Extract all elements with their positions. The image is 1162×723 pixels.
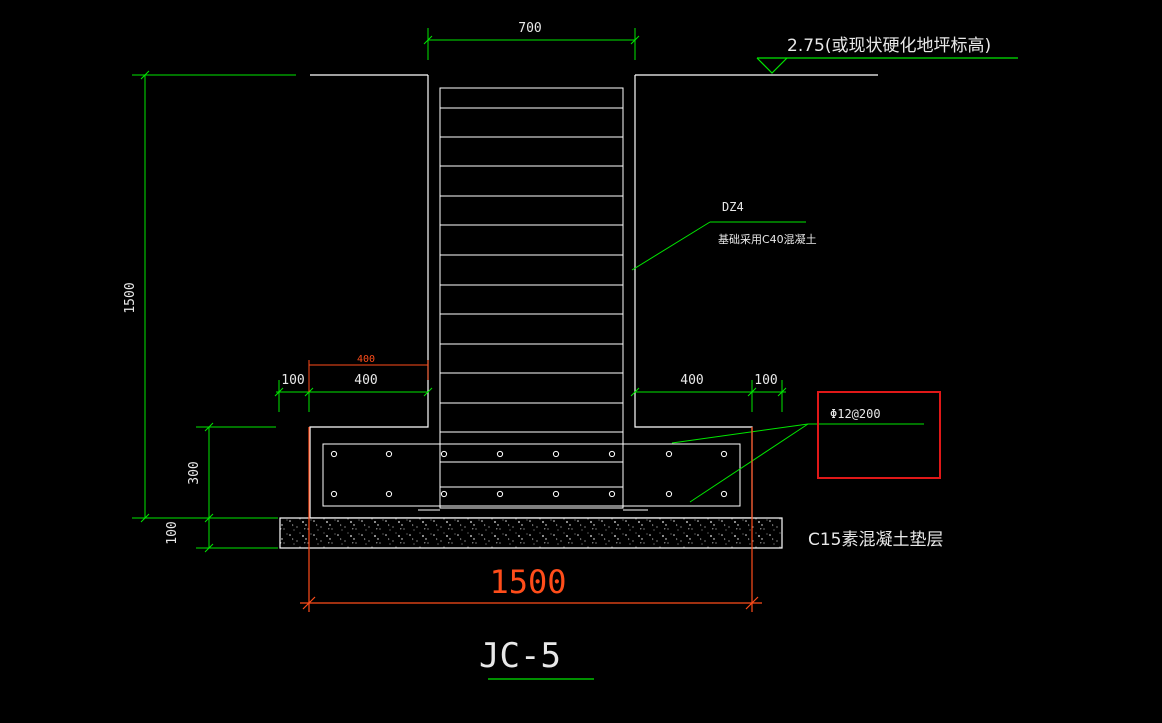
dim-left-step-label: 400 bbox=[354, 373, 377, 388]
dim-total-height bbox=[132, 70, 296, 523]
dim-right-steps bbox=[630, 380, 787, 412]
dim-footing-height bbox=[132, 422, 278, 553]
rebar-leader bbox=[671, 423, 924, 503]
column-rebar-cage bbox=[418, 87, 648, 511]
cushion-label: C15素混凝土垫层 bbox=[808, 530, 944, 550]
footing-rebar bbox=[322, 443, 741, 507]
dim-footing-height-label: 300 bbox=[187, 461, 202, 484]
dim-top-width-label: 700 bbox=[518, 21, 541, 36]
drawing-title: JC-5 bbox=[479, 636, 561, 676]
dim-base-width-label: 1500 bbox=[489, 563, 566, 601]
elevation-marker bbox=[756, 57, 1018, 74]
dim-left-step-red-label: 400 bbox=[357, 354, 375, 365]
dim-right-step-label: 400 bbox=[680, 373, 703, 388]
dim-left-outer-label: 100 bbox=[281, 373, 304, 388]
dim-top-width bbox=[423, 28, 640, 60]
dim-base-width bbox=[300, 427, 762, 612]
dim-left-step-red bbox=[308, 360, 429, 392]
rebar-label: Φ12@200 bbox=[830, 407, 881, 421]
column-note: 基础采用C40混凝土 bbox=[718, 232, 817, 246]
dim-cushion-height-label: 100 bbox=[165, 521, 180, 544]
rebar-highlight-box bbox=[817, 391, 941, 479]
dim-total-height-label: 1500 bbox=[123, 282, 138, 313]
elevation-label: 2.75(或现状硬化地坪标高) bbox=[787, 36, 991, 56]
column-leader bbox=[631, 221, 806, 271]
column-label: DZ4 bbox=[722, 200, 744, 214]
foundation-outline bbox=[309, 75, 753, 519]
rebar-dots bbox=[330, 450, 728, 498]
dim-right-outer-label: 100 bbox=[754, 373, 777, 388]
cushion-layer bbox=[279, 517, 783, 549]
